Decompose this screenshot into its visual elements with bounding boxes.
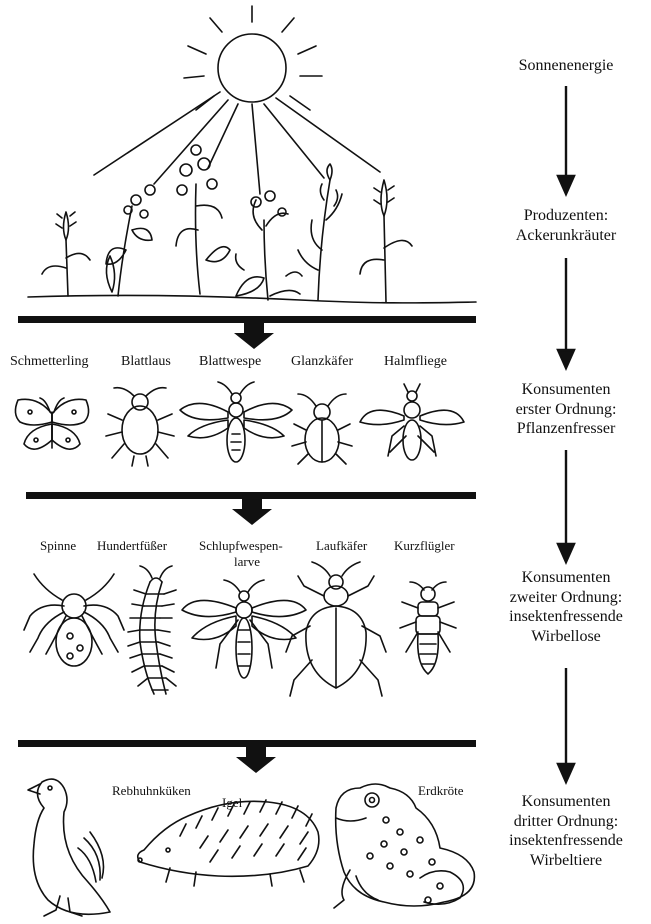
label-rebhuhnkueken: Rebhuhnküken bbox=[112, 784, 191, 799]
label-spinne: Spinne bbox=[40, 539, 76, 554]
level-label-tertiary-consumers: Konsumenten dritter Ordnung: insektenfre… bbox=[486, 792, 646, 870]
block-arrow-2 bbox=[232, 499, 272, 525]
label-glanzkaefer: Glanzkäfer bbox=[291, 354, 353, 370]
label-igel: Igel bbox=[222, 796, 242, 811]
level-label-producers: Produzenten: Ackerunkräuter bbox=[486, 206, 646, 245]
spider-icon bbox=[24, 574, 124, 666]
label-blattlaus: Blattlaus bbox=[121, 354, 171, 370]
beetle-icon bbox=[292, 394, 352, 464]
level-bar-1 bbox=[18, 316, 476, 323]
fly-icon bbox=[360, 384, 464, 460]
label-hundertfuesser: Hundertfüßer bbox=[97, 539, 167, 554]
aphid-icon bbox=[106, 388, 174, 466]
butterfly-icon bbox=[15, 398, 88, 449]
label-schlupfwespen: Schlupfwespen- bbox=[199, 539, 283, 554]
hedgehog-icon bbox=[138, 800, 319, 886]
block-arrow-1 bbox=[234, 323, 274, 349]
sun-icon bbox=[94, 6, 380, 194]
weeds-illustration bbox=[28, 145, 476, 303]
partridge-chick-icon bbox=[28, 779, 110, 916]
sawfly-icon bbox=[180, 382, 292, 462]
level-bar-2 bbox=[26, 492, 476, 499]
label-blattwespe: Blattwespe bbox=[199, 354, 261, 370]
trophic-arrow-4 bbox=[558, 668, 574, 782]
trophic-arrow-3 bbox=[558, 450, 574, 562]
rove-beetle-icon bbox=[400, 582, 456, 674]
label-schmetterling: Schmetterling bbox=[10, 354, 89, 370]
label-laufkaefer: Laufkäfer bbox=[316, 539, 367, 554]
level-label-energy: Sonnenenergie bbox=[486, 56, 646, 76]
label-erdkroete: Erdkröte bbox=[418, 784, 463, 799]
trophic-arrow-1 bbox=[558, 86, 574, 194]
trophic-arrow-2 bbox=[558, 258, 574, 368]
label-kurzfluegler: Kurzflügler bbox=[394, 539, 455, 554]
label-halmfliege: Halmfliege bbox=[384, 354, 447, 370]
level-label-primary-consumers: Konsumenten erster Ordnung: Pflanzenfres… bbox=[486, 380, 646, 439]
label-larve: larve bbox=[234, 555, 260, 570]
block-arrow-3 bbox=[236, 747, 276, 773]
ichneumon-wasp-icon bbox=[182, 580, 306, 678]
toad-icon bbox=[334, 784, 474, 908]
centipede-icon bbox=[128, 566, 176, 694]
level-bar-3 bbox=[18, 740, 476, 747]
level-label-secondary-consumers: Konsumenten zweiter Ordnung: insektenfre… bbox=[486, 568, 646, 646]
ground-beetle-icon bbox=[286, 562, 386, 696]
